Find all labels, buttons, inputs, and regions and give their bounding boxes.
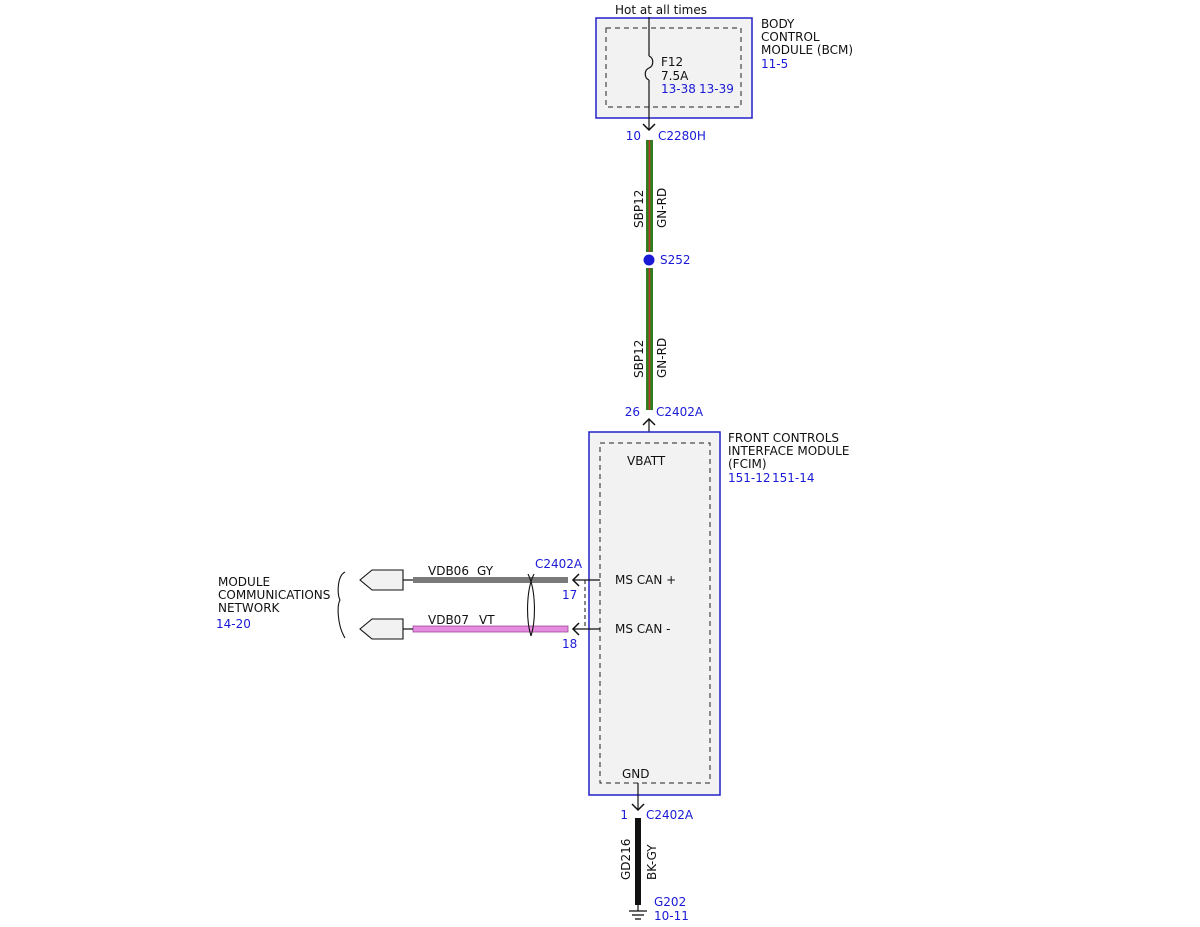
wire-upper-color: GN-RD [655, 188, 669, 228]
bcm-name-line-1: BODY [761, 17, 795, 31]
fcim-internal-box [599, 442, 711, 784]
bcm-name-line-3: MODULE (BCM) [761, 43, 853, 57]
ground-name[interactable]: G202 [654, 895, 686, 909]
fuse-ref-2[interactable]: 13-39 [699, 82, 734, 96]
wire-lower-circuit: SBP12 [632, 340, 646, 378]
fcim-name-line-3: (FCIM) [728, 457, 767, 471]
splice-label[interactable]: S252 [660, 253, 691, 267]
fcim-pin-can-plus: MS CAN + [615, 573, 676, 587]
can-plus-connector-arrow [571, 573, 580, 587]
fcim-name-line-2: INTERFACE MODULE [728, 444, 849, 458]
fuse-symbol[interactable] [644, 55, 654, 81]
ground-ref[interactable]: 10-11 [654, 909, 689, 923]
wire-upper-circuit: SBP12 [632, 190, 646, 228]
wire-can-minus-circuit: VDB07 [428, 613, 469, 627]
fcim-top-connector-pin[interactable]: 26 [625, 405, 640, 419]
can-connector-name[interactable]: C2402A [535, 557, 583, 571]
bcm-connector-arrow [642, 123, 656, 132]
network-name-line-1: MODULE [218, 575, 270, 589]
network-name-line-3: NETWORK [218, 601, 281, 615]
bcm-connector-pin[interactable]: 10 [626, 129, 641, 143]
fcim-ref-1[interactable]: 151-12 [728, 471, 771, 485]
wire-can-minus-color: VT [479, 613, 495, 627]
fuse-rating: 7.5A [661, 69, 689, 83]
fcim-pin-gnd: GND [622, 767, 650, 781]
bcm-internal-box [605, 27, 742, 108]
bcm-ref[interactable]: 11-5 [761, 57, 788, 71]
fcim-pin-vbatt: VBATT [627, 454, 666, 468]
fcim-name-line-1: FRONT CONTROLS [728, 431, 839, 445]
fcim-bottom-connector-pin[interactable]: 1 [620, 808, 628, 822]
bcm-module-box[interactable] [595, 17, 753, 119]
splice-dot[interactable] [643, 254, 655, 266]
fuse-ref-1[interactable]: 13-38 [661, 82, 696, 96]
wire-ground-color: BK-GY [645, 844, 659, 880]
fcim-module-box[interactable] [588, 431, 721, 796]
wire-ground[interactable] [635, 818, 641, 905]
can-plus-pin[interactable]: 17 [562, 588, 577, 602]
network-ref[interactable]: 14-20 [216, 617, 251, 631]
fuse-name: F12 [661, 55, 683, 69]
bcm-name-line-2: CONTROL [761, 30, 820, 44]
network-name-line-2: COMMUNICATIONS [218, 588, 330, 602]
twisted-pair-symbol [527, 573, 535, 637]
top-supply-label: Hot at all times [615, 3, 707, 17]
can-minus-connector-arrow [571, 622, 580, 636]
wire-can-plus-color: GY [477, 564, 494, 578]
fcim-top-connector-name[interactable]: C2402A [656, 405, 704, 419]
wire-can-plus-circuit: VDB06 [428, 564, 469, 578]
network-flag-plus[interactable] [359, 569, 404, 591]
fcim-ref-2[interactable]: 151-14 [772, 471, 815, 485]
wire-can-plus[interactable] [413, 577, 568, 583]
network-flag-minus[interactable] [359, 618, 404, 640]
wire-lower-color: GN-RD [655, 338, 669, 378]
can-minus-pin[interactable]: 18 [562, 637, 577, 651]
fcim-bottom-connector-arrow [631, 803, 645, 812]
wire-ground-circuit: GD216 [619, 839, 633, 880]
fcim-bottom-connector-name[interactable]: C2402A [646, 808, 694, 822]
bcm-connector-name[interactable]: C2280H [658, 129, 706, 143]
fcim-pin-can-minus: MS CAN - [615, 622, 671, 636]
network-brace [337, 571, 346, 639]
